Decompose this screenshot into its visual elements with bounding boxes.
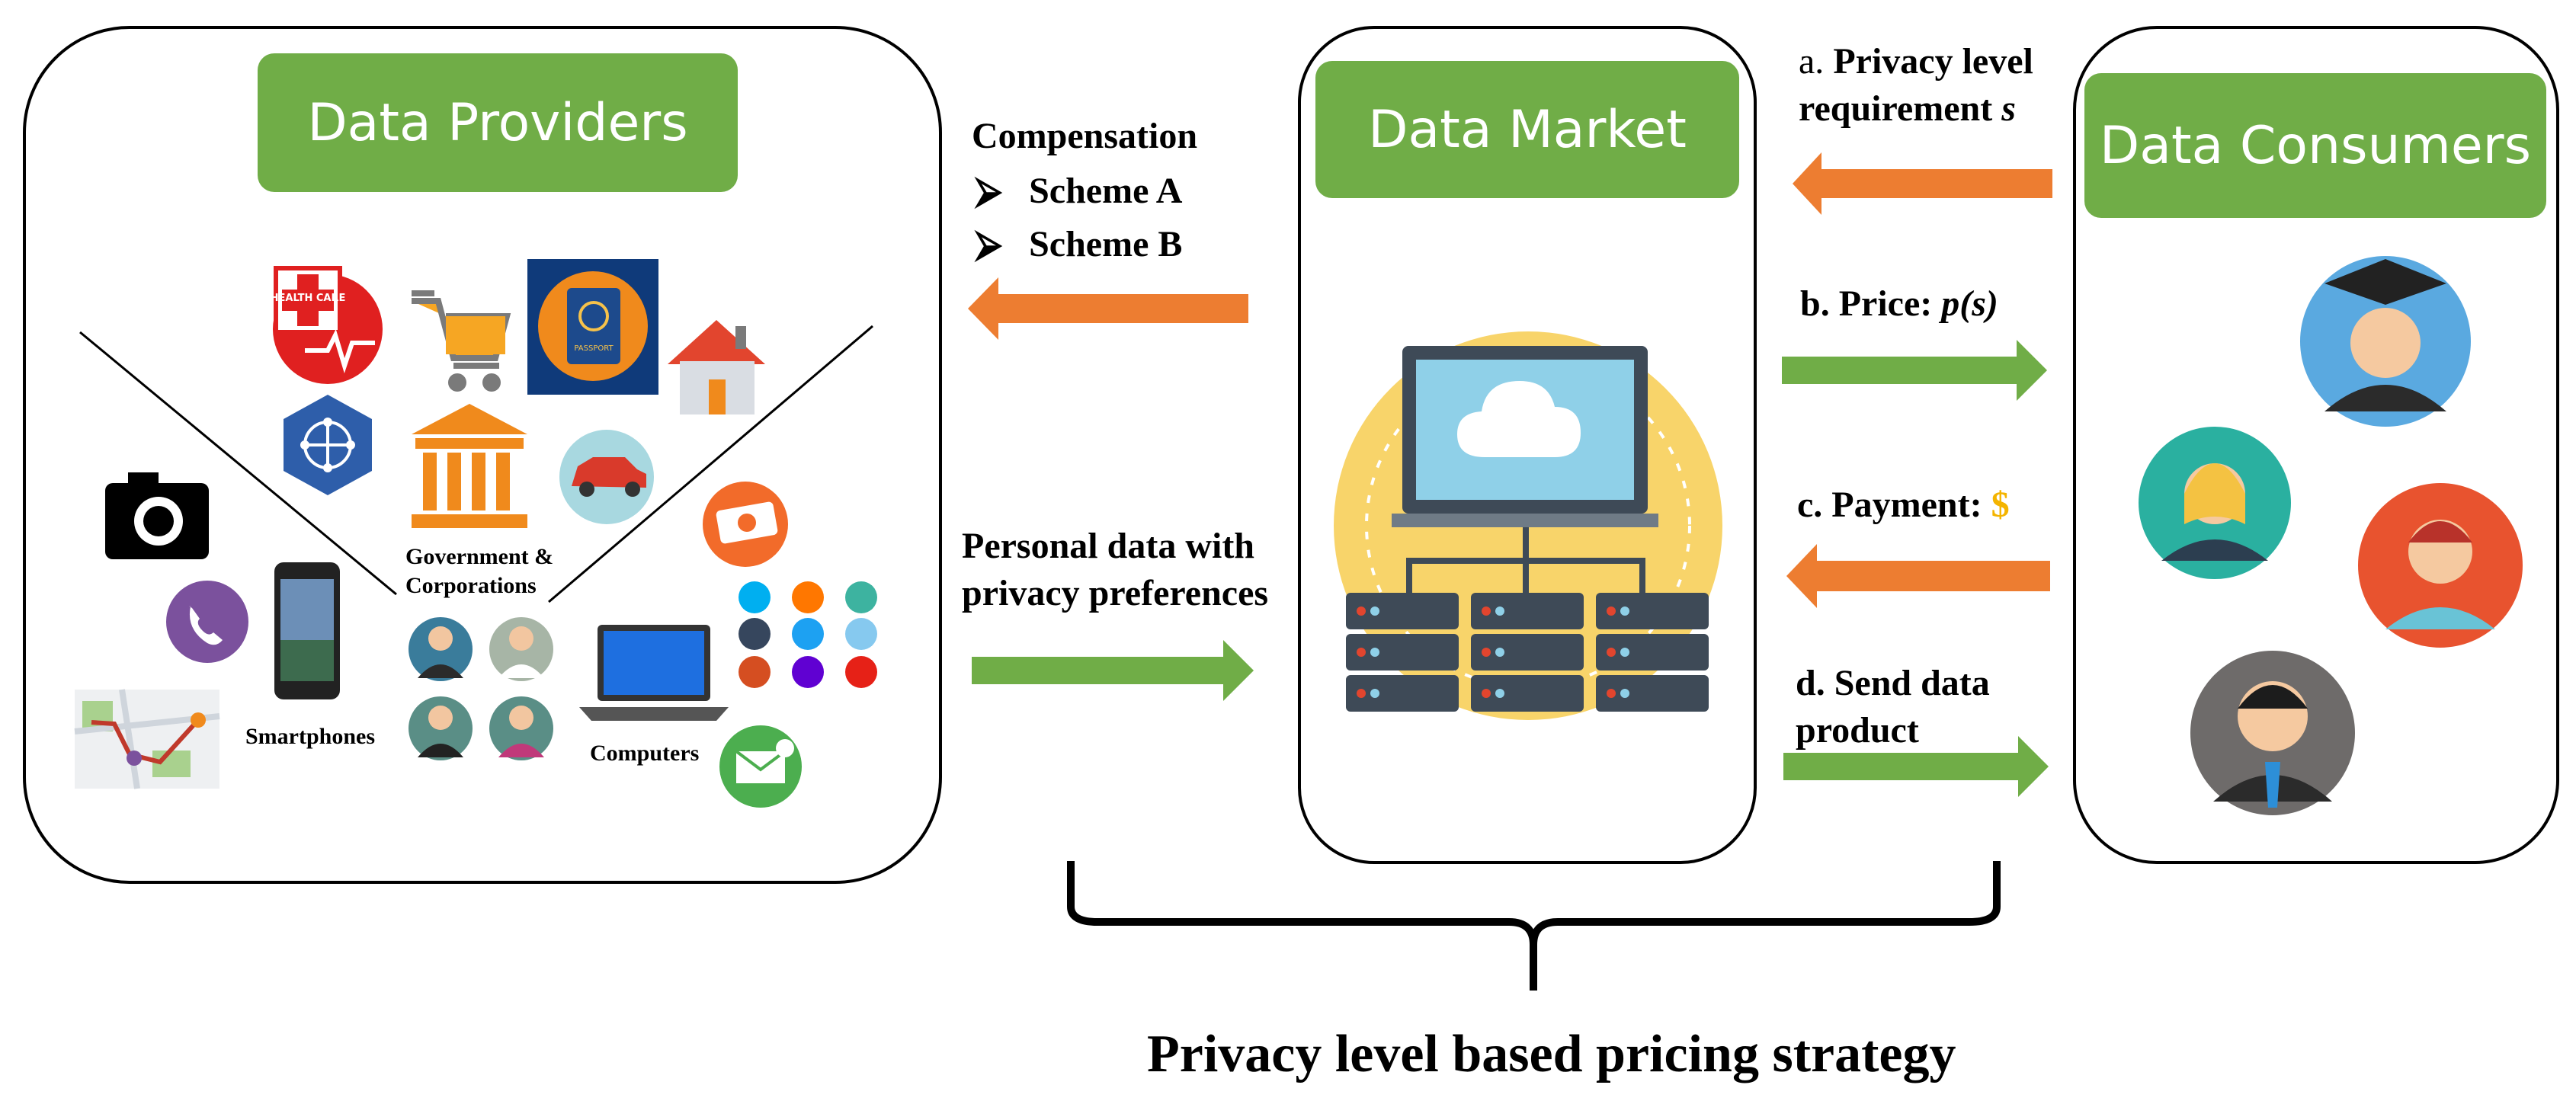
government-label-1: Government & — [405, 544, 554, 569]
camera-icon — [105, 472, 209, 559]
send-data-arrow — [1783, 736, 2049, 797]
computers-label: Computers — [590, 741, 700, 766]
bottom-brace — [1067, 861, 2001, 991]
house-icon — [668, 320, 765, 414]
bullet-arrow-icon: ⮚ — [976, 171, 1002, 211]
people-icons — [409, 617, 553, 760]
government-label-2: Corporations — [405, 573, 537, 598]
compensation-title: Compensation — [972, 116, 1198, 156]
svg-text:HEALTH CARE: HEALTH CARE — [271, 293, 346, 304]
personal-data-line2: privacy preferences — [962, 573, 1269, 613]
flow-b-label: b. Price: p(s) — [1800, 283, 1998, 324]
smartphone-icon — [274, 562, 340, 699]
server-cloud-illustration — [1334, 331, 1722, 720]
privacy-level-arrow — [1793, 152, 2052, 215]
personal-data-line1: Personal data with — [962, 526, 1254, 566]
shopping-cart-icon — [412, 290, 511, 392]
consumers-title: Data Consumers — [2084, 73, 2546, 218]
map-icon — [74, 689, 220, 789]
scheme-b: ⮚ Scheme B — [976, 224, 1183, 264]
flow-c-label: c. Payment: $ — [1797, 485, 2010, 525]
money-icon — [703, 482, 788, 567]
health-care-icon: HEALTH CARE — [271, 266, 383, 384]
social-media-icons — [739, 581, 877, 688]
graduate-avatar — [2300, 256, 2471, 427]
svg-text:PASSPORT: PASSPORT — [574, 344, 614, 353]
phone-call-icon — [166, 581, 248, 663]
bullet-arrow-icon: ⮚ — [976, 224, 1002, 264]
young-man-avatar — [2358, 483, 2523, 648]
network-icon — [284, 395, 372, 495]
smartphones-label: Smartphones — [245, 724, 376, 749]
market-title: Data Market — [1315, 61, 1739, 198]
flow-a-line1: a. Privacy level — [1799, 41, 2033, 82]
scheme-a: ⮚ Scheme A — [976, 171, 1183, 211]
laptop-icon — [579, 625, 729, 721]
price-arrow — [1782, 340, 2047, 401]
businessman-avatar — [2190, 651, 2355, 815]
government-building-icon — [412, 404, 527, 528]
providers-title: Data Providers — [258, 53, 738, 192]
flow-d-line1: d. Send data — [1796, 663, 1990, 703]
payment-arrow — [1786, 544, 2050, 608]
woman-avatar — [2139, 427, 2291, 579]
mail-icon — [719, 725, 802, 808]
car-icon — [559, 430, 654, 524]
bottom-label: Privacy level based pricing strategy — [1147, 1025, 1956, 1083]
personal-data-arrow — [972, 640, 1254, 701]
flow-d-line2: product — [1796, 710, 1919, 751]
passport-icon: PASSPORT — [527, 259, 658, 395]
compensation-arrow — [968, 277, 1248, 340]
flow-a-line2: requirement s — [1799, 88, 2016, 129]
